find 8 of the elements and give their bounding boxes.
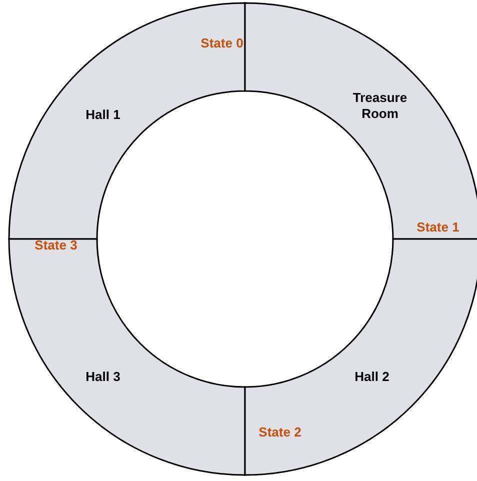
room-label: Treasure Room (352, 90, 408, 122)
room-label: Hall 2 (354, 369, 390, 385)
state-label: State 3 (34, 238, 78, 252)
state-label: State 0 (200, 36, 244, 50)
state-label: State 2 (258, 424, 302, 440)
room-label: Hall 1 (84, 107, 122, 123)
room-label: Hall 3 (84, 369, 122, 385)
state-label: State 1 (416, 220, 460, 234)
